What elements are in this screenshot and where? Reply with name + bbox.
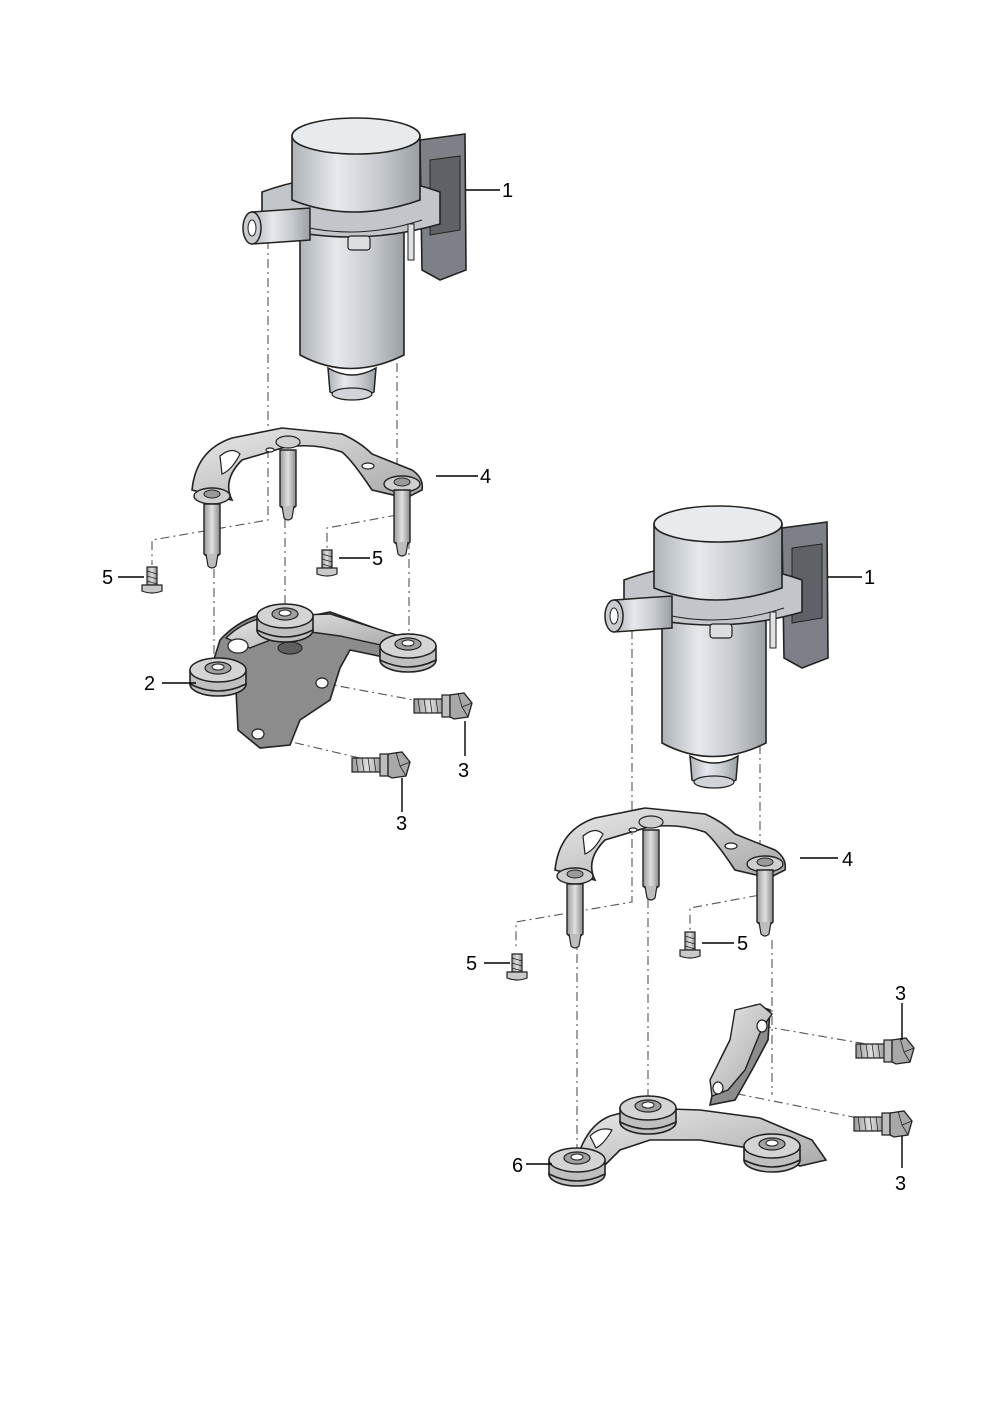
callout-6: 6	[512, 1155, 523, 1177]
bolt-part-3	[855, 1037, 915, 1065]
callout-5: 5	[102, 567, 113, 589]
bolt-part-3	[853, 1110, 913, 1138]
callout-1: 1	[864, 567, 875, 589]
bracket-with-studs	[554, 807, 787, 949]
callout-2: 2	[144, 673, 155, 695]
callout-5: 5	[737, 933, 748, 955]
callout-4: 4	[842, 849, 853, 871]
assembly-line	[761, 1025, 873, 1046]
callout-1: 1	[502, 180, 513, 202]
assembly-line	[326, 268, 398, 548]
callout-5: 5	[372, 548, 383, 570]
callout-5: 5	[466, 953, 477, 975]
assembly-left: 1 4 5 5 2 3 3	[102, 117, 513, 835]
mounting-bracket	[189, 603, 437, 749]
screw-part-5	[141, 566, 163, 594]
callout-4: 4	[480, 466, 491, 488]
assembly-right: 1 4 5 5 3 3 6	[466, 505, 915, 1195]
vacuum-pump	[604, 505, 829, 789]
mounting-bracket	[548, 1003, 828, 1187]
callout-3: 3	[895, 983, 906, 1005]
callout-3: 3	[396, 813, 407, 835]
bolt-part-3	[413, 692, 473, 720]
screw-part-5	[506, 953, 528, 981]
callout-3: 3	[895, 1173, 906, 1195]
bolt-part-3	[351, 751, 411, 779]
screw-part-5	[679, 931, 701, 959]
screw-part-5	[316, 549, 338, 577]
bracket-with-studs	[191, 427, 424, 569]
assembly-line	[151, 240, 269, 565]
assembly-line	[689, 650, 761, 930]
callout-3: 3	[458, 760, 469, 782]
assembly-line	[717, 1089, 869, 1121]
vacuum-pump	[242, 117, 467, 401]
